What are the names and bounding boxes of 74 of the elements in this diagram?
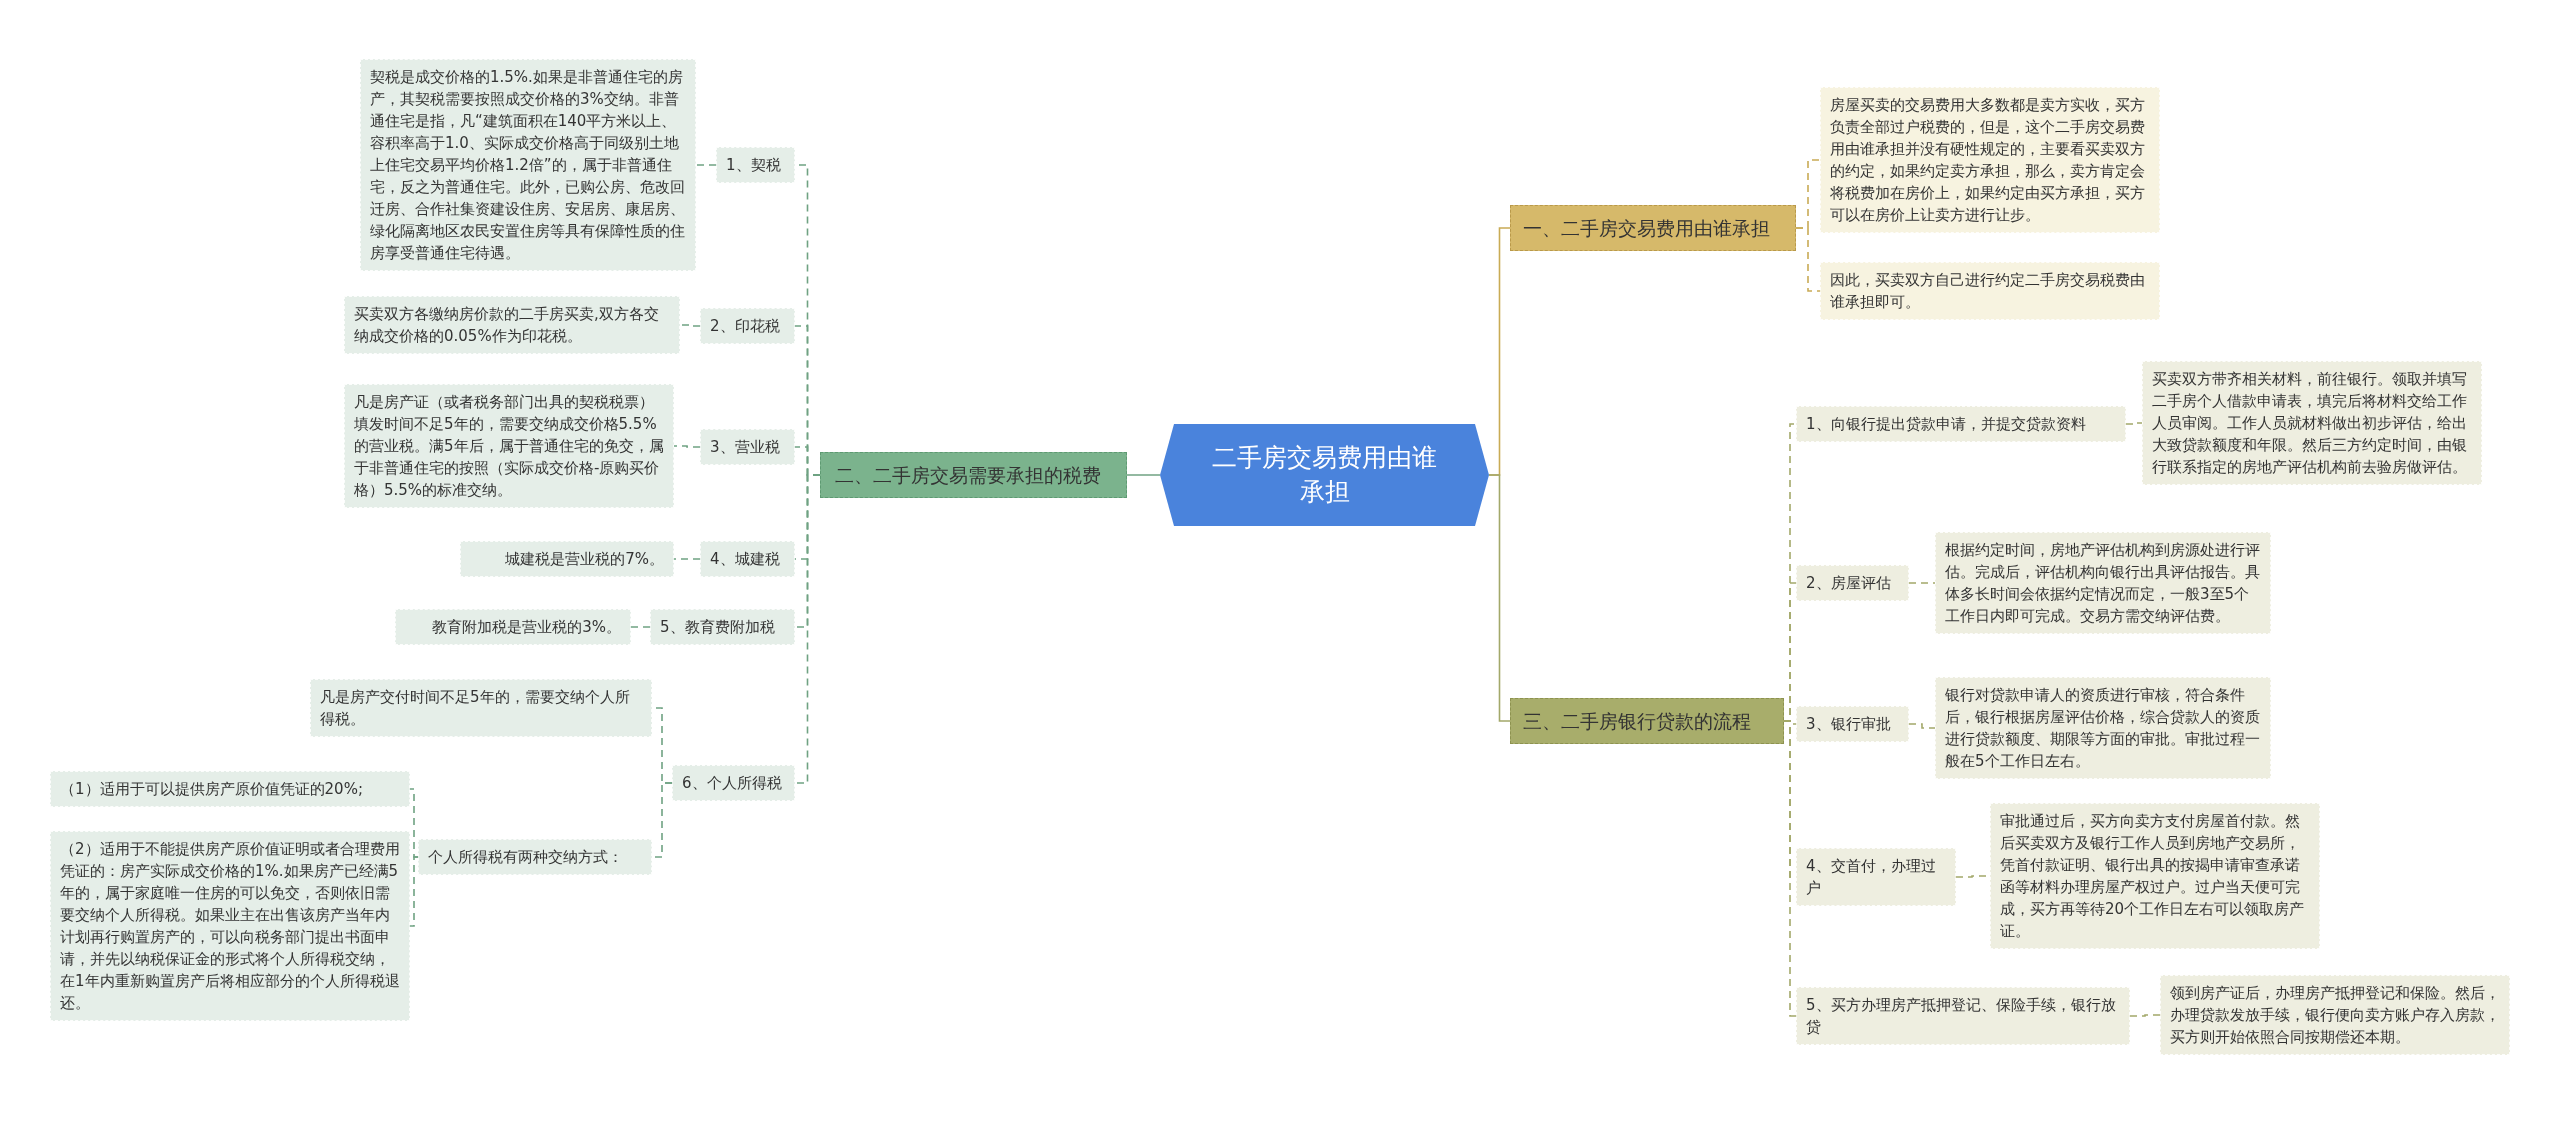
topic-text: 房屋买卖的交易费用大多数都是卖方实收，买方负责全部过户税费的，但是，这个二手房交易费用由谁承担并没有硬性规定的，主要看买卖双方的约定，如果约定卖方承担，那么，卖方肯定会将税费加在房价上，如果约定由买方承担，买方可以在房价上让卖方进行让步。: [1830, 95, 2146, 226]
topic-text: 三、二手房银行贷款的流程: [1523, 709, 1752, 734]
branch-topic: [820, 452, 1127, 498]
topic-text: 教育附加税是营业税的3%。: [431, 617, 621, 638]
subtopic: [716, 147, 795, 183]
topic-text: 城建税是营业税的7%。: [504, 549, 664, 570]
topic-text: 个人所得税有两种交纳方式：: [428, 847, 624, 868]
note-card: [2142, 361, 2482, 485]
topic-text: 二手房交易费用由谁承担: [1211, 442, 1438, 508]
topic-text: 5、买方办理房产抵押登记、保险手续，银行放贷: [1806, 995, 2117, 1038]
topic-text: 一、二手房交易费用由谁承担: [1523, 216, 1771, 241]
topic-text: 凡是房产证（或者税务部门出具的契税税票）填发时间不足5年的，需要交纳成交价格5.5%的营业税。满5年后，属于普通住宅的免交，属于非普通住宅的按照（实际成交价格-原购买价格）5.5%的标准交纳。: [354, 392, 664, 501]
topic-text: 6、个人所得税: [682, 773, 783, 794]
subtopic: [700, 429, 795, 465]
topic-text: 根据约定时间，房地产评估机构到房源处进行评估。完成后，评估机构向银行出具评估报告。具体多长时间会依据约定情况而定，一般3至5个工作日内即可完成。交易方需交纳评估费。: [1945, 540, 2261, 627]
connector-line: [1488, 474, 1511, 722]
connector-line: [630, 626, 651, 628]
connector-line: [1126, 474, 1161, 476]
note-card: [460, 541, 674, 577]
topic-text: 领到房产证后，办理房产抵押登记和保险。然后，办理贷款发放手续，银行便向卖方账户存入房款，买方则开始依照合同按期偿还本期。: [2170, 983, 2500, 1048]
topic-text: 契税是成交价格的1.5%.如果是非普通住宅的房产，其契税需要按照成交价格的3%交纳。非普通住宅是指，凡“建筑面积在140平方米以上、容积率高于1.0、实际成交价格高于同级别土地上住宅交易平均价格1.2倍”的，属于非普通住宅，反之为普通住宅。此外，已购公房、危改回迁房、合作社集资建设住房、安居房、康居房、绿化隔离地区农民安置住房等具有保障性质的住房享受普通住宅待遇。: [370, 67, 686, 264]
connector-line: [409, 856, 419, 927]
subtopic: [1796, 706, 1909, 742]
connector-line: [1795, 227, 1821, 292]
topic-text: 4、交首付，办理过户: [1806, 856, 1937, 899]
note-card: [2160, 975, 2510, 1055]
subtopic: [700, 308, 795, 344]
note-card: [50, 771, 410, 807]
topic-text: 3、银行审批: [1806, 714, 1892, 735]
connector-line: [2125, 422, 2143, 425]
connector-line: [794, 474, 821, 784]
topic-text: 二、二手房交易需要承担的税费: [835, 463, 1102, 488]
topic-text: 2、房屋评估: [1806, 573, 1892, 594]
subtopic: [1796, 987, 2130, 1045]
topic-text: 1、向银行提出贷款申请，并提交贷款资料: [1806, 414, 2087, 435]
topic-text: 2、印花税: [710, 316, 781, 337]
note-card: [1820, 87, 2160, 233]
connector-line: [679, 324, 701, 327]
topic-text: （1）适用于可以提供房产原价值凭证的20%;: [60, 779, 364, 800]
topic-text: 5、教育费附加税: [660, 617, 776, 638]
subtopic: [672, 765, 795, 801]
branch-topic: [1510, 205, 1796, 251]
topic-text: 买卖双方带齐相关材料，前往银行。领取并填写二手房个人借款申请表，填完后将材料交给工作人员审阅。工作人员就材料做出初步评估，给出大致贷款额度和年限。然后三方约定时间，由银行联系指定的房地产评估机构前去验房做评估。: [2152, 369, 2468, 478]
topic-text: 1、契税: [726, 155, 782, 176]
topic-text: 审批通过后，买方向卖方支付房屋首付款。然后买卖双方及银行工作人员到房地产交易所，凭首付款证明、银行出具的按揭申请审查承诺函等材料办理房屋产权过户。过户当天便可完成，买方再等待20个工作日左右可以领取房产证。: [2000, 811, 2306, 942]
topic-text: 银行对贷款申请人的资质进行审核，符合条件后，银行根据房屋评估价格，综合贷款人的资质进行贷款额度、期限等方面的审批。审批过程一般在5个工作日左右。: [1945, 685, 2261, 772]
subtopic: [418, 839, 652, 875]
connector-line: [695, 164, 717, 166]
topic-text: 买卖双方各缴纳房价款的二手房买卖,双方各交纳成交价格的0.05%作为印花税。: [354, 304, 660, 347]
connector-line: [1908, 582, 1936, 584]
connector-line: [1783, 720, 1797, 1017]
subtopic: [1796, 565, 1909, 601]
note-card: [344, 296, 680, 354]
topic-text: 因此，买卖双方自己进行约定二手房交易税费由谁承担即可。: [1830, 270, 2146, 313]
subtopic: [700, 541, 795, 577]
topic-text: 4、城建税: [710, 549, 781, 570]
topic-text: （2）适用于不能提供房产原价值证明或者合理费用凭证的：房产实际成交价格的1%.如果房产已经满5年的，属于家庭唯一住房的可以免交，否则依旧需要交纳个人所得税。如果业主在出售该房产当年内计划再行购置房产的，可以向税务部门提出书面申请，并先以纳税保证金的形式将个人所得税交纳，在1年内重新购置房产后将相应部分的个人所得税退还。: [60, 839, 400, 1014]
note-card: [1935, 677, 2271, 779]
note-card: [344, 384, 674, 508]
connector-line: [673, 445, 701, 448]
connector-line: [2129, 1014, 2161, 1017]
topic-text: 凡是房产交付时间不足5年的，需要交纳个人所得税。: [320, 687, 631, 730]
connector-line: [1908, 723, 1936, 729]
note-card: [1820, 262, 2160, 320]
note-card: [310, 679, 652, 737]
connector-line: [673, 558, 701, 560]
branch-topic: [1510, 698, 1784, 744]
note-card: [395, 609, 631, 645]
subtopic: [1796, 848, 1956, 906]
note-card: [1935, 532, 2271, 634]
subtopic: [650, 609, 795, 645]
note-card: [1990, 803, 2320, 949]
subtopic: [1796, 406, 2126, 442]
topic-text: 3、营业税: [710, 437, 781, 458]
